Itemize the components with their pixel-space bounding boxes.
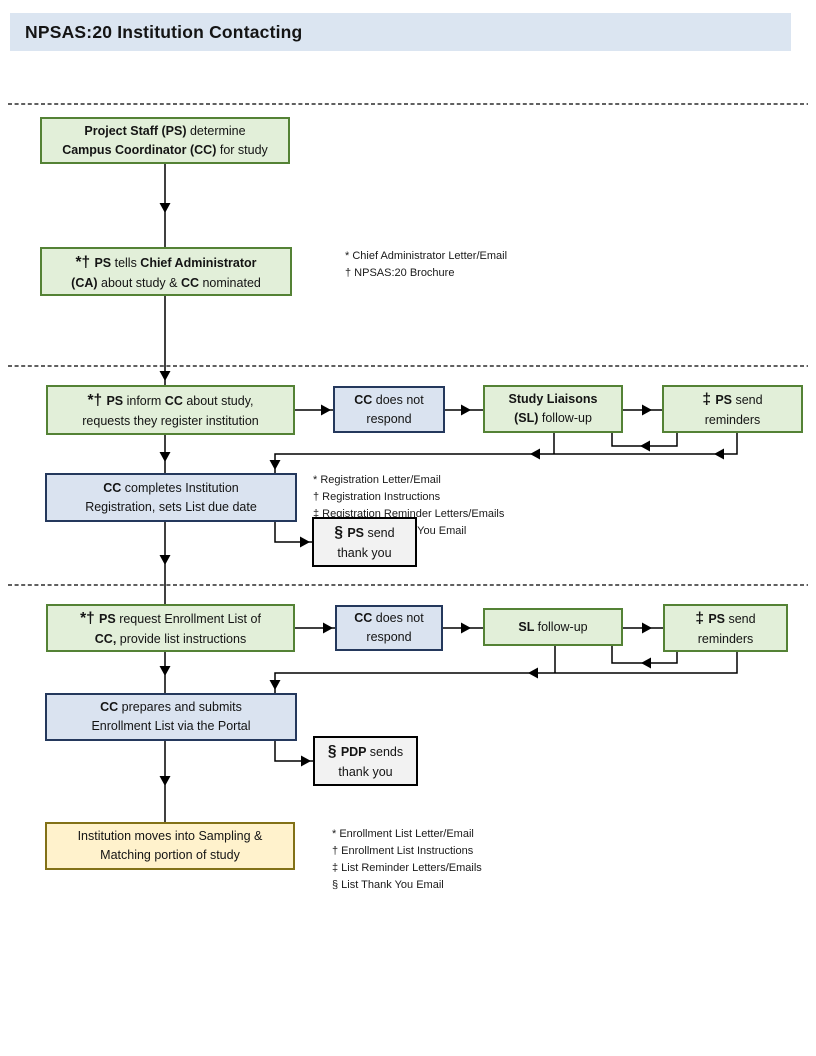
page-title-bar: NPSAS:20 Institution Contacting (10, 13, 791, 51)
legend-line: § List Thank You Email (332, 879, 444, 891)
box-ps-tells-chief-administrator-text: *† PS tells Chief Administrator(CA) abou… (71, 253, 261, 290)
legend-enrollment-materials: * Enrollment List Letter/Email † Enrollm… (332, 826, 482, 894)
arrowheads (159, 203, 724, 786)
legend-line: ‡ List Reminder Letters/Emails (332, 862, 482, 874)
legend-line: † NPSAS:20 Brochure (345, 267, 455, 279)
legend-line: * Chief Administrator Letter/Email (345, 250, 508, 262)
box-sl-follow-up-text: SL follow-up (518, 619, 588, 634)
legend-line: † Registration Instructions (313, 491, 441, 503)
legend-contact-materials: * Chief Administrator Letter/Email † NPS… (345, 248, 507, 282)
box-ps-inform-cc-text: *† PS inform CC about study,requests the… (82, 392, 259, 429)
page-title: NPSAS:20 Institution Contacting (25, 21, 303, 42)
legend-line: * Registration Letter/Email (313, 474, 441, 486)
legend-line: † Enrollment List Instructions (332, 845, 474, 857)
box-institution-moves-to-sampling-text: Institution moves into Sampling &Matchin… (77, 829, 263, 862)
box-sl-follow-up: SL follow-up (483, 608, 623, 646)
phase-divider-lines (8, 103, 808, 586)
box-ps-tells-chief-administrator: *† PS tells Chief Administrator(CA) abou… (40, 247, 292, 296)
box-institution-moves-to-sampling: Institution moves into Sampling &Matchin… (45, 822, 295, 870)
box-study-liaisons-follow-up-text: Study Liaisons(SL) follow-up (508, 392, 598, 425)
box-ps-inform-cc: *† PS inform CC about study,requests the… (46, 385, 295, 435)
legend-line: * Enrollment List Letter/Email (332, 828, 474, 840)
box-study-liaisons-follow-up: Study Liaisons(SL) follow-up (483, 385, 623, 433)
